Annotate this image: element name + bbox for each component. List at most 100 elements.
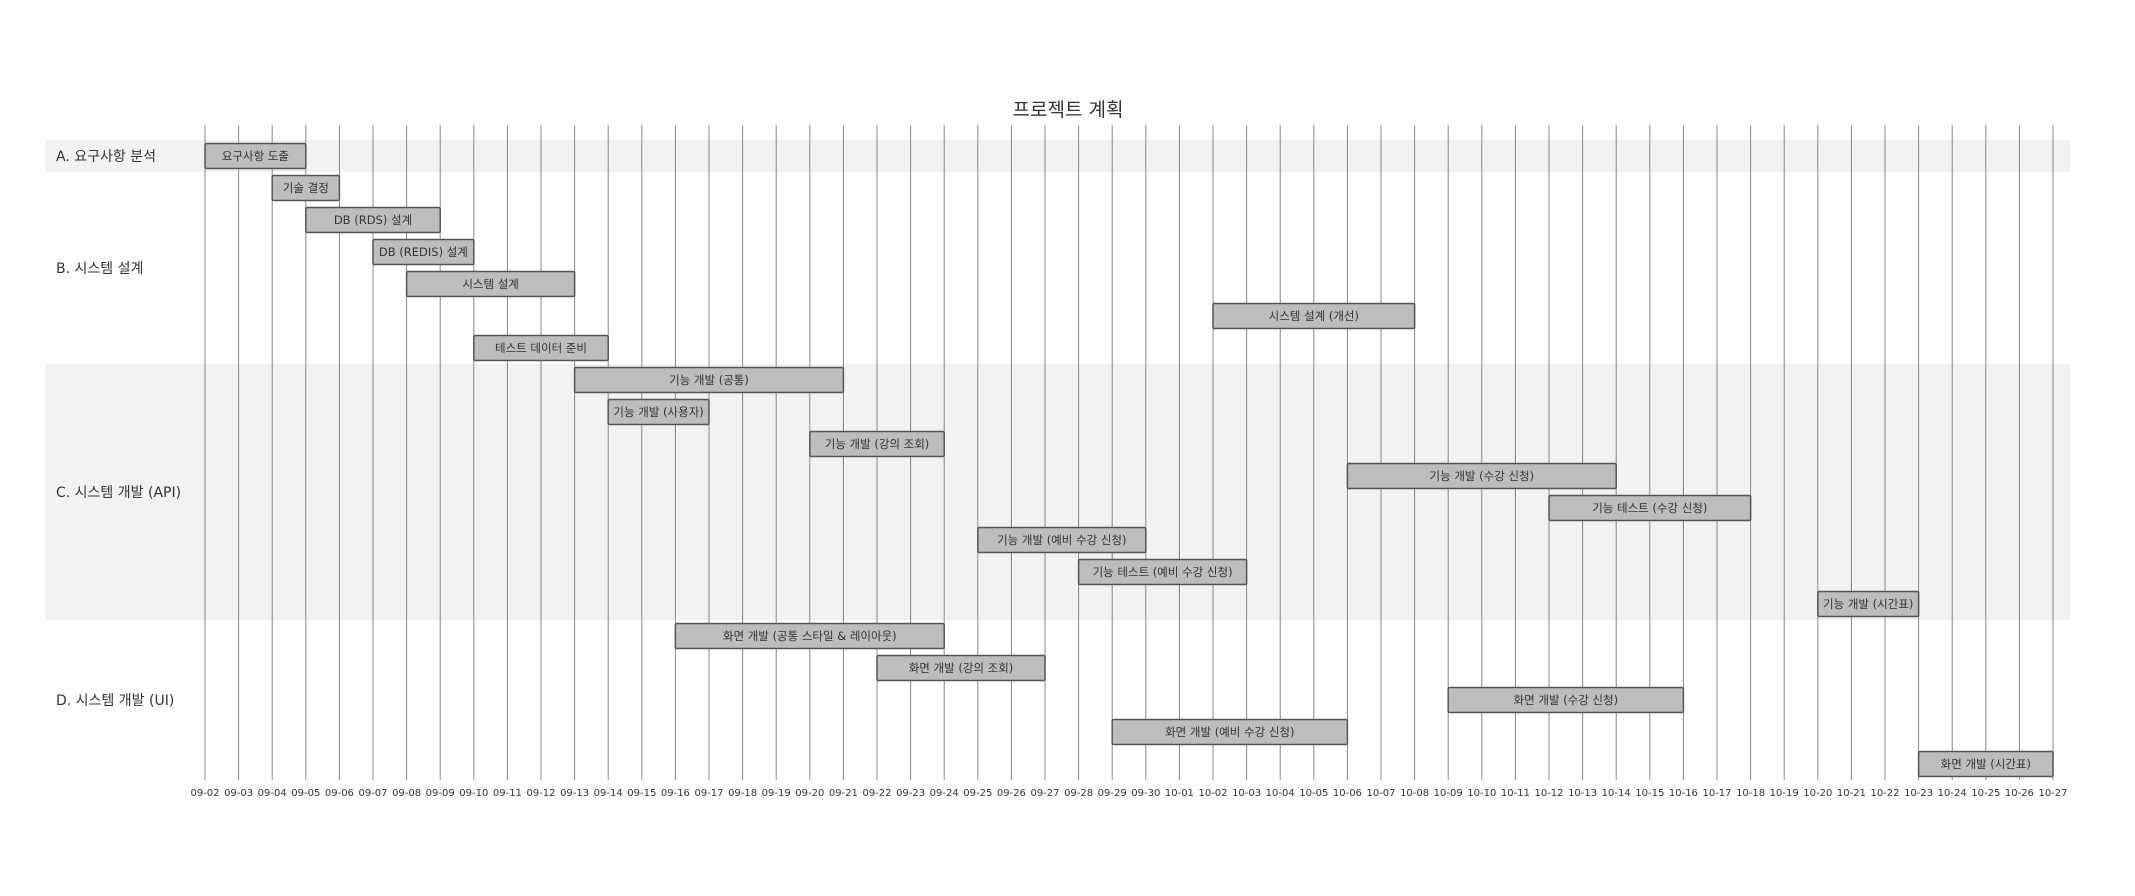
task-bar [1817,590,1920,618]
tick-label: 09-17 [694,788,723,799]
tick-label: 09-10 [459,788,488,799]
task-label: 기능 개발 (사용자) [613,405,703,419]
task-bar [1111,718,1349,746]
task-bar [204,142,307,170]
tick-label: 10-14 [1602,788,1631,799]
tick-label: 10-15 [1635,788,1664,799]
tick-label: 09-14 [594,788,623,799]
tick-label: 09-16 [661,788,690,799]
task-label: 기능 개발 (시간표) [1823,597,1913,611]
section-labels: A. 요구사항 분석 B. 시스템 설계 C. 시스템 개발 (API) D. 시스템… [56,149,181,709]
tick-label: 10-09 [1434,788,1463,799]
tick-label: 09-27 [1030,788,1059,799]
tick-label: 09-05 [291,788,320,799]
tick-label: 09-25 [963,788,992,799]
tick-label: 09-07 [358,788,387,799]
task-label: 기능 테스트 (예비 수강 신청) [1093,565,1233,579]
tick-label: 10-25 [1971,788,2000,799]
tick-label: 09-11 [493,788,522,799]
task-label: 화면 개발 (수강 신청) [1514,693,1619,707]
tick-label: 10-19 [1770,788,1799,799]
tick-label: 09-06 [325,788,354,799]
task-bar [372,238,475,266]
tick-label: 09-26 [997,788,1026,799]
tick-label: 09-09 [426,788,455,799]
section-bands [45,140,2070,620]
task-label: 화면 개발 (예비 수강 신청) [1165,725,1294,739]
task-bar [809,430,945,458]
tick-label: 10-27 [2038,788,2067,799]
tick-label: 09-22 [862,788,891,799]
task-bar [876,654,1046,682]
tick-label: 10-06 [1333,788,1362,799]
tick-label: 09-29 [1098,788,1127,799]
section-label: A. 요구사항 분석 [56,149,156,165]
section-band [45,140,2070,172]
task-bar [607,398,710,426]
tick-label: 10-08 [1400,788,1429,799]
tick-label: 09-19 [762,788,791,799]
task-bar [1077,558,1248,586]
task-label: 테스트 데이터 준비 [495,341,587,355]
task-label: 시스템 설계 (개선) [1269,309,1359,323]
tick-label: 10-21 [1837,788,1866,799]
chart-title: 프로젝트 계획 [1013,99,1124,121]
tick-label: 10-02 [1198,788,1227,799]
tick-label: 09-28 [1064,788,1093,799]
task-bar [473,334,609,362]
task-bar [573,366,845,394]
task-label: 화면 개발 (시간표) [1941,757,2031,771]
tick-label: 10-10 [1467,788,1496,799]
tick-label: 10-12 [1534,788,1563,799]
task-bar [1212,302,1416,330]
task-label: 화면 개발 (공통 스타일 & 레이아웃) [723,629,897,643]
tick-label: 10-03 [1232,788,1261,799]
task-label: 화면 개발 (강의 조회) [909,661,1014,675]
tick-label: 10-26 [2005,788,2034,799]
task-label: 기술 결정 [283,181,329,195]
task-label: 기능 테스트 (수강 신청) [1592,501,1707,515]
tick-label: 09-02 [190,788,219,799]
task-label: 시스템 설계 [462,277,519,291]
tick-label: 09-13 [560,788,589,799]
task-bar [1548,494,1752,522]
tick-label: 09-21 [829,788,858,799]
task-label: 기능 개발 (수강 신청) [1430,469,1535,483]
section-label: D. 시스템 개발 (UI) [56,693,174,709]
task-label: DB (RDS) 설계 [334,213,412,227]
tick-label: 10-23 [1904,788,1933,799]
tick-label: 10-11 [1501,788,1530,799]
tick-label: 09-03 [224,788,253,799]
tick-label: 10-04 [1266,788,1295,799]
task-bar [1346,462,1617,490]
tick-label: 10-16 [1669,788,1698,799]
task-label: DB (REDIS) 설계 [379,245,468,259]
tick-label: 09-12 [526,788,555,799]
tick-label: 09-20 [795,788,824,799]
tick-label: 09-23 [896,788,925,799]
tick-label: 10-17 [1702,788,1731,799]
tick-label: 10-24 [1938,788,1967,799]
task-bar [305,206,441,234]
tick-label: 10-20 [1803,788,1832,799]
section-label: B. 시스템 설계 [56,261,143,277]
tick-label: 09-04 [258,788,287,799]
task-label: 기능 개발 (예비 수강 신청) [997,533,1126,547]
section-label: C. 시스템 개발 (API) [56,485,181,501]
tick-label: 10-13 [1568,788,1597,799]
task-label: 기능 개발 (강의 조회) [825,437,930,451]
task-bar [405,270,576,298]
tick-label: 10-18 [1736,788,1765,799]
tick-label: 09-24 [930,788,959,799]
tick-label: 09-18 [728,788,757,799]
section-band [45,364,2070,620]
tick-label: 10-07 [1366,788,1395,799]
tick-label: 09-15 [627,788,656,799]
task-bar [977,526,1147,554]
task-bar [1917,750,2054,778]
tick-label: 09-30 [1131,788,1160,799]
task-bar [674,622,945,650]
